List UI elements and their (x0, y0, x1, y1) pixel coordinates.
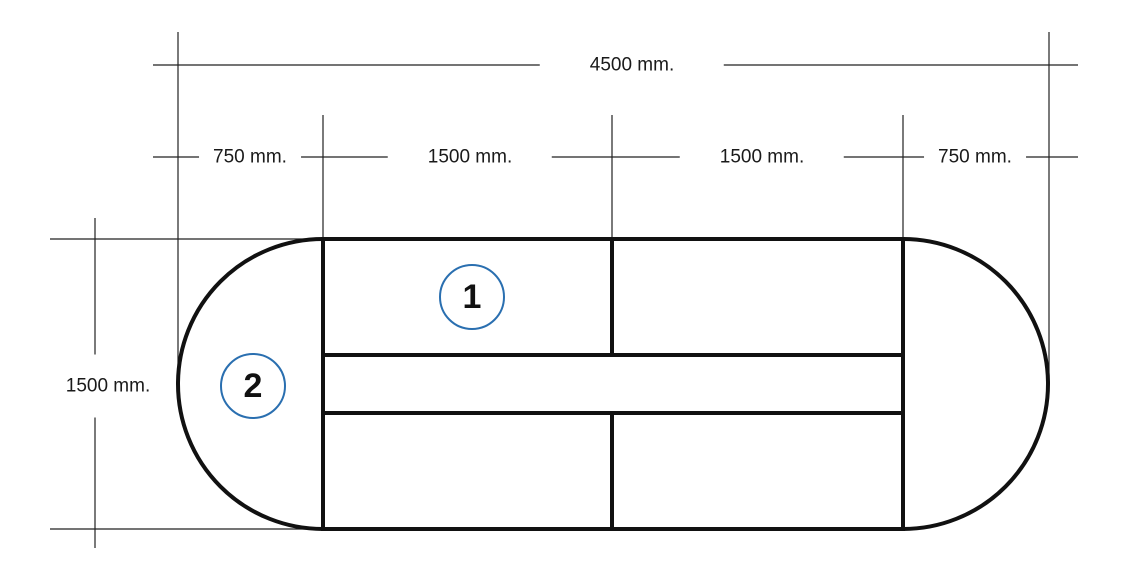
label-segment-right-mid: 1500 mm. (679, 147, 845, 167)
label-total-length: 4500 mm. (539, 55, 725, 75)
label-segment-left-mid: 1500 mm. (387, 147, 553, 167)
label-segment-right-end: 750 mm. (924, 147, 1026, 167)
callout-part-2: 2 (220, 353, 286, 419)
label-width: 1500 mm. (61, 354, 155, 418)
callout-part-1: 1 (439, 264, 505, 330)
label-segment-left-end: 750 mm. (199, 147, 301, 167)
